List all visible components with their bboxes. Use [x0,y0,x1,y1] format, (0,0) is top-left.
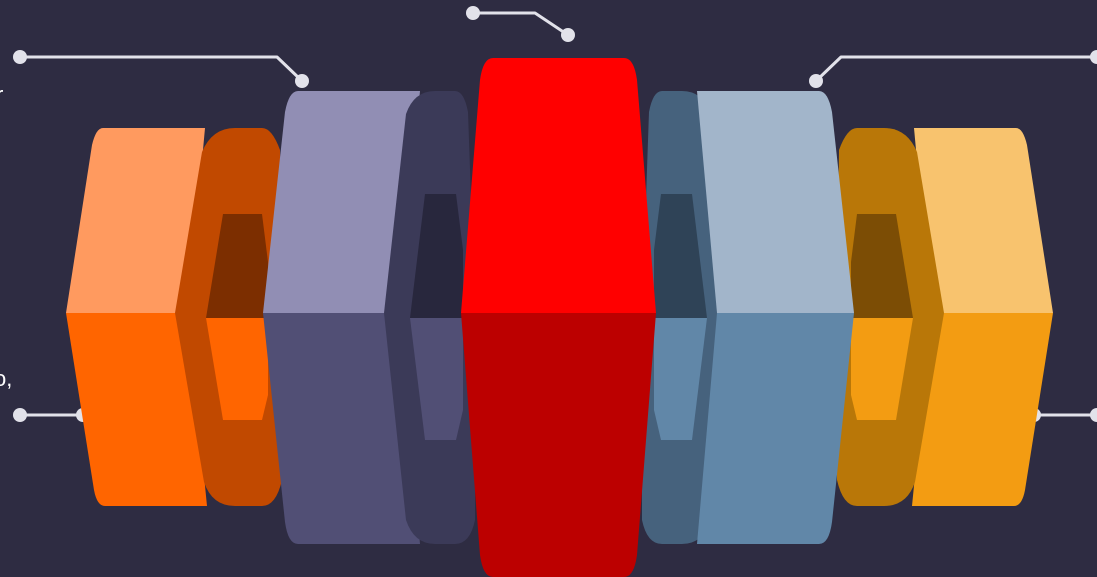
segment-steel [642,91,854,544]
segment-purple-front-bottom [263,313,420,544]
segment-steel-front-bottom [697,313,854,544]
segment-steel-hole-top [654,194,707,318]
connector-dot [561,28,575,42]
segment-amber-front-bottom [912,313,1053,506]
segment-purple-hole-bottom [410,318,463,440]
segment-purple-front-top [263,91,420,313]
connectors [18,11,1097,417]
segment-red [461,58,656,577]
segment-orange-front-top [66,128,205,313]
segment-steel-hole-bottom [654,318,707,440]
segment-orange-front-bottom [66,313,207,506]
segment-amber-hole-bottom [851,318,913,420]
segment-purple-hole-top [410,194,463,318]
segment-amber [837,128,1053,506]
connector-top-left [18,55,304,83]
segment-amber-front-top [914,128,1053,313]
connector-dot [13,408,27,422]
connector-dot [295,74,309,88]
segment-red-top [461,58,656,313]
connector-dot [809,74,823,88]
segment-amber-hole-top [851,214,913,318]
connector-dot [1090,50,1097,64]
segment-orange [66,128,282,506]
connector-dot [1090,408,1097,422]
segment-red-bottom [461,313,656,577]
connector-top-right [814,55,1097,83]
segment-steel-front-top [697,91,854,313]
connector-dot [466,6,480,20]
segment-purple [263,91,475,544]
connector-top-center [471,11,570,37]
label-fragment-bottom-left: o, [0,366,13,391]
segment-orange-hole-top [206,214,268,318]
label-fragment-top-left: r [0,84,3,106]
segment-orange-hole-bottom [206,318,268,420]
connector-dot [13,50,27,64]
